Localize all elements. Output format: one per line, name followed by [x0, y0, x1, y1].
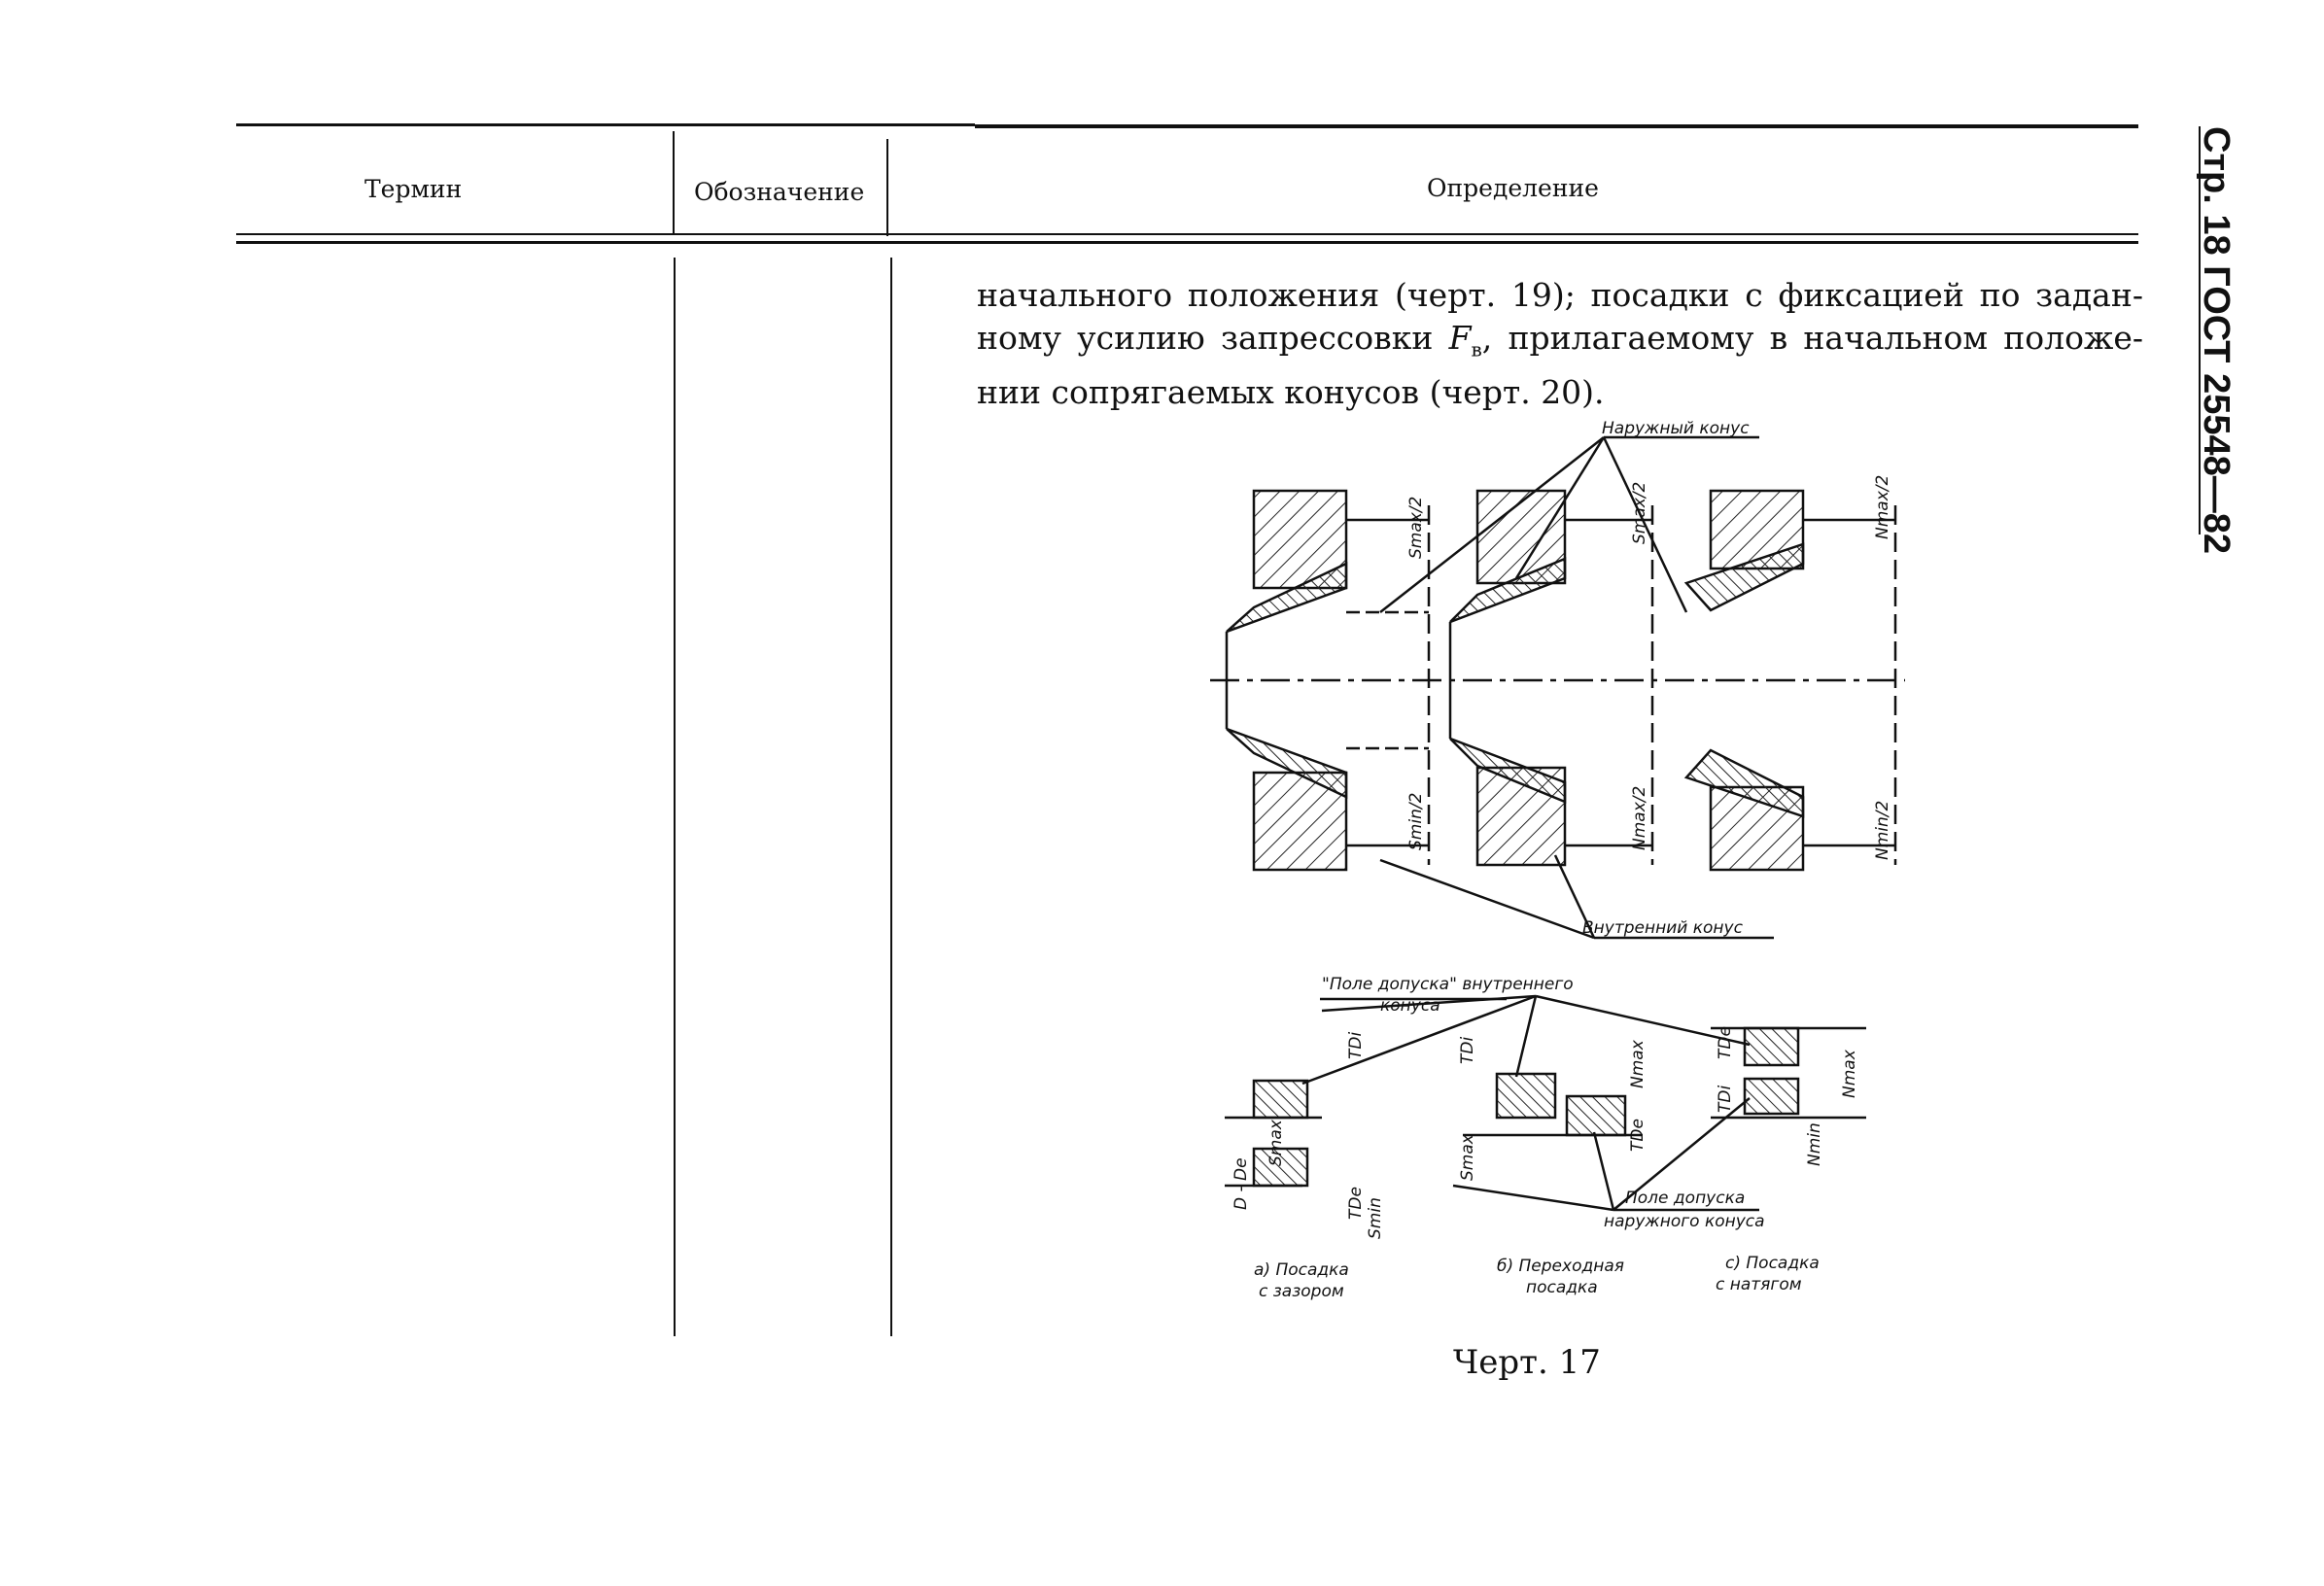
figure-caption: Черт. 17: [1453, 1343, 1601, 1382]
label-inner-cone: Внутренний конус: [1582, 918, 1744, 938]
definition-text: начального положения (черт. 19); посадки…: [977, 274, 2143, 414]
side-label-rule: [2199, 126, 2201, 534]
definition-line-1: начального положения (черт. 19); посадки…: [977, 276, 2143, 314]
label-tde-a: TDe: [1346, 1187, 1366, 1220]
label-nmax-c: Nmax: [1840, 1049, 1859, 1098]
label-smin-half: Smin/2: [1406, 793, 1426, 850]
header-bottom-rule-2: [236, 241, 2138, 244]
caption-a-2: с зазором: [1259, 1282, 1344, 1301]
label-tdi-a: TDi: [1346, 1032, 1366, 1059]
tolerance-zone-a-inner: [1252, 1079, 1309, 1120]
label-outer-cone: Наружный конус: [1602, 419, 1750, 438]
column-divider-2-header: [886, 139, 888, 236]
outer-cone-c-top: [1683, 542, 1805, 612]
label-nmax-half: Nmax/2: [1630, 786, 1649, 850]
label-tdi-b: TDi: [1458, 1037, 1477, 1064]
tolerance-zone-c-outer: [1743, 1026, 1800, 1067]
column-divider-1-header: [673, 131, 675, 233]
caption-c-1: с) Посадка: [1725, 1254, 1820, 1273]
line2-start: ному усилию запрессовки: [977, 319, 1449, 357]
column-divider-1: [674, 258, 676, 1336]
tolerance-zone-b-inner: [1495, 1072, 1557, 1120]
outer-cone-b-top: [1449, 557, 1567, 624]
label-nmax-b: Nmax: [1628, 1039, 1648, 1088]
table-top-rule-right: [975, 124, 2138, 128]
caption-a-1: а) Посадка: [1254, 1260, 1349, 1280]
force-subscript: в: [1471, 337, 1482, 362]
header-term: Термин: [364, 175, 463, 203]
cone-sections: [1210, 435, 1905, 1212]
label-tol-inner-2: конуса: [1380, 996, 1440, 1016]
outer-cone-c-bottom: [1683, 748, 1805, 818]
label-tde-c: TDe: [1716, 1026, 1735, 1059]
tolerance-zone-b-outer: [1565, 1094, 1627, 1137]
outer-cone-b-bottom: [1449, 737, 1567, 804]
definition-line-2: ному усилию запрессовки Fв, прилагаемому…: [977, 317, 2143, 371]
header-definition: Определение: [1427, 174, 1599, 202]
label-smax-half-b: Smax/2: [1630, 482, 1649, 544]
label-smax-a: Smax: [1266, 1119, 1286, 1166]
header-bottom-rule-1: [236, 233, 2138, 235]
outer-cone-a-top: [1226, 562, 1348, 634]
label-nmin-c: Nmin: [1805, 1122, 1824, 1166]
caption-b-1: б) Переходная: [1497, 1257, 1624, 1276]
column-divider-2: [890, 258, 892, 1336]
definition-line-3: нии сопрягаемых конусов (черт. 20).: [977, 372, 1605, 411]
label-smin-a: Smin: [1366, 1197, 1385, 1239]
line2-end: , прилагаемому в начальном положе-: [1481, 319, 2143, 357]
label-tde-b: TDe: [1628, 1119, 1648, 1152]
outer-cone-a-bottom: [1226, 727, 1348, 799]
table-top-rule: [236, 123, 975, 126]
caption-c-2: с натягом: [1716, 1275, 1802, 1294]
label-tdi-c: TDi: [1716, 1086, 1735, 1113]
header-symbol: Обозначение: [694, 178, 865, 206]
tolerance-zone-c-inner: [1743, 1077, 1800, 1116]
label-tol-outer-2: наружного конуса: [1604, 1212, 1765, 1231]
caption-b-2: посадка: [1526, 1278, 1598, 1297]
drawing-labels: Наружный конус Внутренний конус Smax/2 S…: [1231, 419, 1892, 1301]
force-symbol: F: [1448, 319, 1472, 357]
label-tol-inner-1: "Поле допуска" внутреннего: [1322, 975, 1574, 994]
label-smax-b: Smax: [1458, 1133, 1477, 1181]
label-d-diff: D - De: [1231, 1157, 1251, 1210]
label-tol-outer-1: Поле допуска: [1625, 1189, 1745, 1208]
label-smax-half: Smax/2: [1406, 497, 1426, 559]
label-nmax-half-c: Nmax/2: [1873, 475, 1892, 539]
label-nmin-half: Nmin/2: [1873, 801, 1892, 860]
